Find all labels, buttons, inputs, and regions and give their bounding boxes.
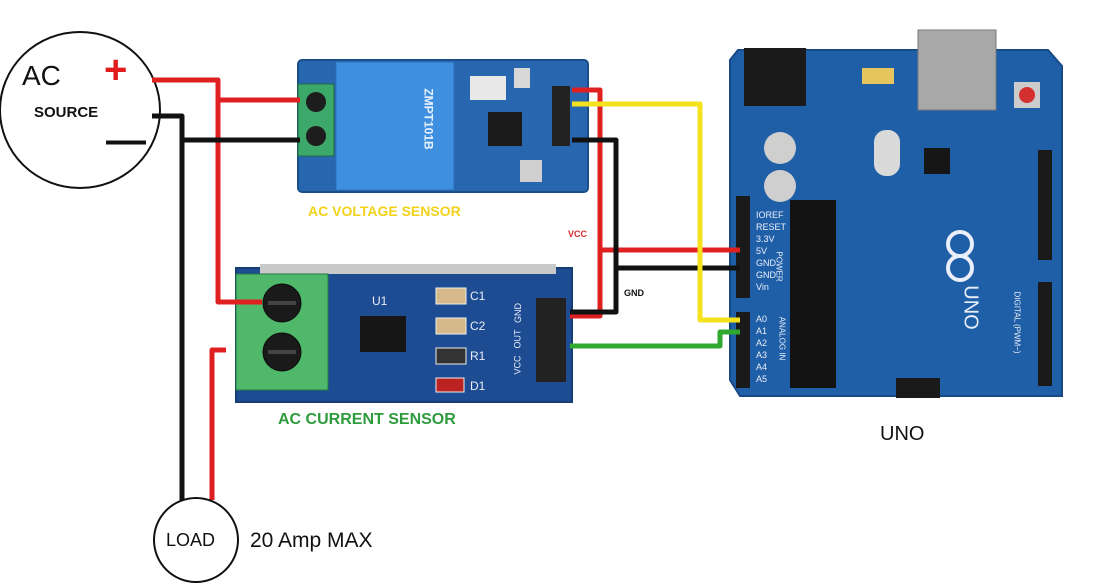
ac-voltage-sensor-board	[297, 59, 589, 193]
component-c2-label: C2	[470, 319, 486, 333]
positive-terminal-symbol: +	[104, 48, 128, 92]
component-r1-label: R1	[470, 349, 486, 363]
current-pin-gnd: GND	[513, 303, 523, 323]
analog-pin-a3: A3	[756, 350, 768, 360]
power-header-label: POWER	[774, 251, 784, 282]
analog-pin-a4: A4	[756, 362, 768, 372]
digital-header-top	[1038, 150, 1052, 260]
crystal	[874, 130, 900, 176]
digital-header-bottom	[1038, 282, 1052, 386]
zmpt-transformer	[335, 61, 455, 191]
analog-pin-a5: A5	[756, 374, 768, 384]
current-sensor-header	[536, 298, 566, 382]
load-circle	[153, 497, 239, 583]
digital-header-label: DIGITAL (PWM~)	[1012, 291, 1022, 354]
atmega-chip	[790, 200, 836, 388]
power-pin-gnd-1: GND	[756, 258, 776, 268]
red-wires	[152, 77, 740, 500]
ac-source-circle	[0, 31, 161, 189]
transformer-label: ZMPT101B	[421, 88, 436, 150]
voltage-sensor-header	[552, 86, 570, 146]
green-wire	[570, 329, 740, 349]
arduino-board-text: UNO	[959, 285, 982, 330]
negative-terminal-symbol: —	[106, 118, 146, 162]
power-pin-5v: 5V	[756, 246, 768, 256]
ac-source-title: AC	[22, 60, 61, 91]
power-pin-reset: RESET	[756, 222, 787, 232]
voltage-sensor-caption: AC VOLTAGE SENSOR	[308, 203, 461, 219]
analog-pin-a1: A1	[756, 326, 768, 336]
ac-source-subtitle: SOURCE	[34, 104, 99, 121]
power-pin-vin: Vin	[756, 282, 769, 292]
chip-label: U1	[372, 294, 388, 308]
black-wires	[152, 113, 740, 500]
analog-header	[736, 312, 750, 388]
load-label: LOAD	[166, 530, 216, 550]
power-jack	[744, 48, 806, 106]
component-d1-label: D1	[470, 379, 486, 393]
analog-pin-a2: A2	[756, 338, 768, 348]
power-pin-ioref: IOREF	[756, 210, 784, 220]
analog-header-label: ANALOG IN	[777, 316, 787, 361]
power-pin-gnd-2: GND	[756, 270, 776, 280]
current-sensor-caption: AC CURRENT SENSOR	[278, 411, 456, 428]
load-rating: 20 Amp MAX	[250, 529, 373, 552]
power-header	[736, 196, 750, 298]
current-pin-out: OUT	[512, 329, 523, 349]
component-c1-label: C1	[470, 289, 486, 303]
acs712-chip	[360, 316, 406, 352]
current-pin-vcc: VCC	[512, 355, 523, 375]
analog-pin-a0: A0	[756, 314, 768, 324]
arduino-logo	[946, 230, 974, 282]
power-pin-3v3: 3.3V	[756, 234, 775, 244]
arduino-caption: UNO	[880, 423, 925, 445]
yellow-wire	[572, 101, 740, 323]
vcc-wire-label: VCC	[568, 229, 588, 239]
gnd-wire-label: GND	[624, 288, 644, 298]
usb-port	[917, 29, 997, 111]
ac-current-sensor-board	[235, 264, 573, 403]
